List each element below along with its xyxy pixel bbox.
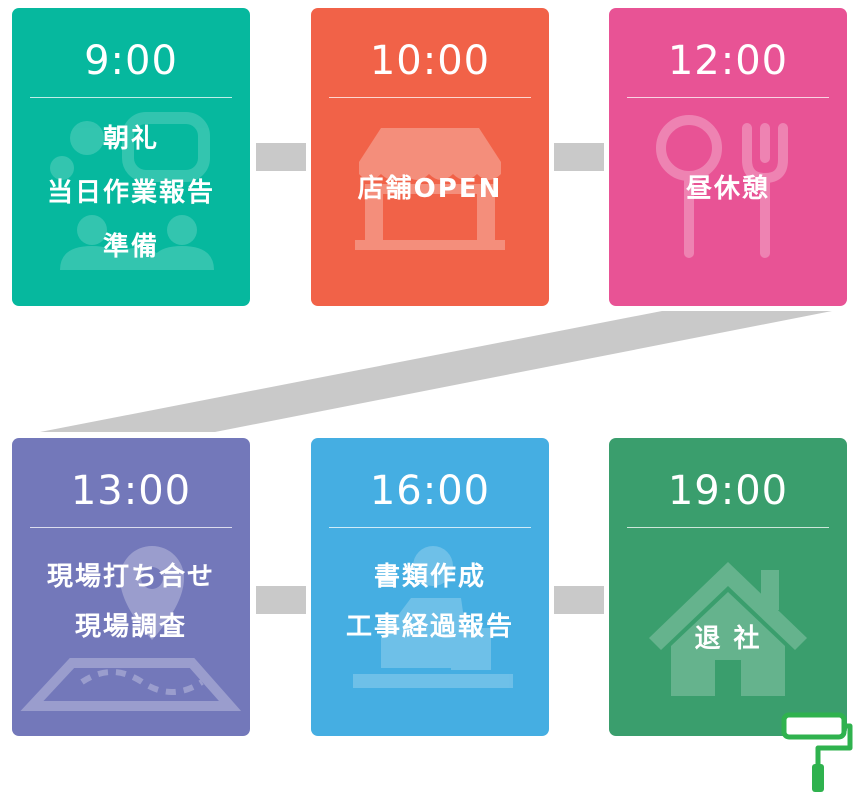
time-label: 10:00 [369,38,491,84]
schedule-card-0900: 9:00 朝礼 当日作業報告 準備 [12,8,250,306]
divider [329,97,531,98]
divider [30,527,232,528]
house-icon [649,562,807,696]
desk-worker-icon [353,546,513,688]
activity-line: 現場打ち合せ [46,562,215,592]
activity-line: 工事経過報告 [345,612,514,642]
divider [627,527,829,528]
activity-line: 昼休憩 [685,174,770,204]
divider [627,97,829,98]
time-label: 16:00 [369,468,491,514]
schedule-card-1900: 19:00 退 社 [609,438,847,736]
time-label: 19:00 [667,468,789,514]
time-label: 9:00 [84,38,178,84]
activity-line: 現場調査 [74,612,187,642]
activity-line: 当日作業報告 [46,178,215,208]
schedule-card-1000: 10:00 店舗OPEN [311,8,549,306]
connector-5-6 [554,586,604,614]
activity-line: 準備 [102,232,159,262]
connector-2-3 [554,143,604,171]
connector-4-5 [256,586,306,614]
schedule-card-1200: 12:00 昼休憩 [609,8,847,306]
divider [329,527,531,528]
activity-line: 朝礼 [102,124,159,154]
storefront-icon [355,128,505,250]
time-label: 12:00 [667,38,789,84]
schedule-card-1300: 13:00 現場打ち合せ 現場調査 [12,438,250,736]
activity-line: 書類作成 [373,562,486,592]
connector-1-2 [256,143,306,171]
paint-roller-icon [781,712,853,792]
schedule-card-1600: 16:00 書類作成 工事経過報告 [311,438,549,736]
activity-line: 店舗OPEN [357,174,503,204]
time-label: 13:00 [70,468,192,514]
people-icon [50,112,214,270]
divider [30,97,232,98]
utensils-icon [656,115,788,258]
map-pin-icon [20,546,242,711]
activity-line: 退 社 [694,624,762,654]
